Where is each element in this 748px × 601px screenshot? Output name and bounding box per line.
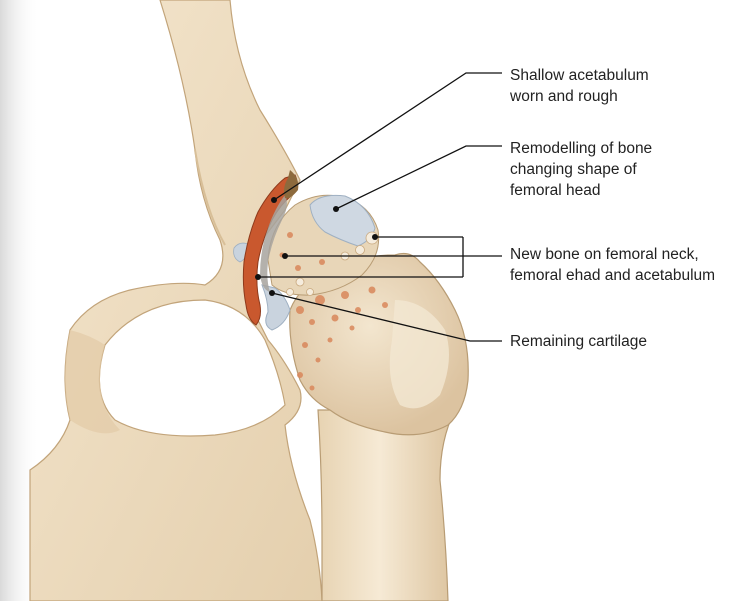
leader-acetabulum: [274, 73, 502, 200]
label-shallow-acetabulum: Shallow acetabulum worn and rough: [510, 65, 649, 107]
label-line: New bone on femoral neck,: [510, 244, 715, 265]
label-remaining-cartilage: Remaining cartilage: [510, 331, 647, 352]
label-line: Shallow acetabulum: [510, 65, 649, 86]
label-line: changing shape of: [510, 159, 652, 180]
label-remodelling: Remodelling of bone changing shape of fe…: [510, 138, 652, 201]
label-line: Remodelling of bone: [510, 138, 652, 159]
label-line: worn and rough: [510, 86, 649, 107]
label-new-bone: New bone on femoral neck, femoral ehad a…: [510, 244, 715, 286]
label-line: Remaining cartilage: [510, 331, 647, 352]
label-line: femoral ehad and acetabulum: [510, 265, 715, 286]
label-line: femoral head: [510, 180, 652, 201]
leader-remodelling: [336, 146, 502, 209]
femur-shaft: [318, 410, 455, 601]
